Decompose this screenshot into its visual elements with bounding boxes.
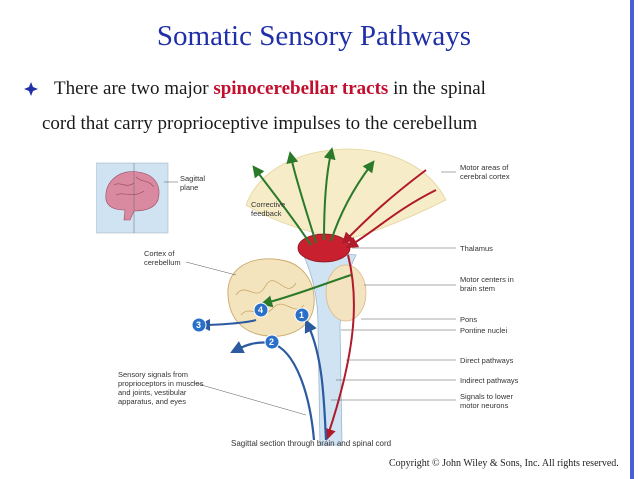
label-motor-areas-2: cerebral cortex bbox=[460, 172, 510, 181]
slide-title: Somatic Sensory Pathways bbox=[156, 20, 472, 52]
leader-lines bbox=[185, 171, 456, 416]
label-sagittal-plane-2: plane bbox=[180, 183, 198, 192]
pons-to-cerebellum-arrow bbox=[260, 274, 352, 308]
label-cortex-cerebellum-2: cerebellum bbox=[144, 258, 181, 267]
bullet-highlight: spinocerebellar tracts bbox=[213, 78, 389, 99]
svg-text:2: 2 bbox=[269, 337, 274, 347]
label-pons: Pons bbox=[460, 315, 477, 324]
indirect-feedback-arrows bbox=[252, 147, 375, 246]
cerebellum bbox=[227, 258, 315, 337]
label-cortex-cerebellum-1: Cortex of bbox=[144, 249, 175, 258]
diagram-caption: Sagittal section through brain and spina… bbox=[231, 439, 391, 448]
label-signals-lower-1: Signals to lower bbox=[460, 392, 513, 401]
label-direct-pathways: Direct pathways bbox=[460, 356, 514, 365]
direct-motor-arrows bbox=[324, 169, 437, 441]
label-sensory-2: proprioceptors in muscles bbox=[118, 379, 204, 388]
label-sagittal-plane-1: Sagittal bbox=[180, 174, 205, 183]
right-accent-bar bbox=[628, 0, 638, 479]
copyright-notice: Copyright © John Wiley & Sons, Inc. All … bbox=[389, 458, 619, 469]
label-corrective-1: Corrective bbox=[251, 200, 285, 209]
label-indirect-pathways: Indirect pathways bbox=[460, 376, 519, 385]
cerebellum-arrow bbox=[198, 318, 257, 331]
label-sensory-4: apparatus, and eyes bbox=[118, 397, 186, 406]
svg-text:3: 3 bbox=[196, 320, 201, 330]
step-badge-2: 2 bbox=[264, 334, 280, 350]
label-thalamus: Thalamus bbox=[460, 244, 493, 253]
label-sensory-1: Sensory signals from bbox=[118, 370, 188, 379]
step-badge-1: 1 bbox=[294, 307, 310, 323]
step-badge-4: 4 bbox=[253, 302, 269, 318]
label-signals-lower-2: motor neurons bbox=[460, 401, 509, 410]
svg-text:4: 4 bbox=[258, 305, 263, 315]
bullet-line-2: cord that carry proprioceptive impulses … bbox=[42, 113, 478, 134]
label-motor-centers-2: brain stem bbox=[460, 284, 495, 293]
svg-text:1: 1 bbox=[299, 310, 304, 320]
cerebral-cortex-region bbox=[245, 148, 447, 241]
pons bbox=[325, 264, 367, 322]
label-pontine-nuclei: Pontine nuclei bbox=[460, 326, 507, 335]
sensory-ascending-arrows bbox=[230, 319, 328, 441]
label-motor-centers-1: Motor centers in bbox=[460, 275, 514, 284]
bullet-text-post: in the spinal bbox=[388, 78, 486, 99]
bullet-text-pre: There are two major bbox=[54, 78, 214, 99]
brain-spinal-cord-diagram: Sagittal plane 1 2 3 4 bbox=[96, 147, 519, 448]
step-badge-3: 3 bbox=[191, 317, 207, 333]
diamond-bullet-icon bbox=[24, 82, 38, 96]
bullet-line-1: There are two major spinocerebellar trac… bbox=[54, 78, 486, 100]
label-corrective-2: feedback bbox=[251, 209, 282, 218]
label-sensory-3: and joints, vestibular bbox=[118, 388, 187, 397]
accent-line bbox=[630, 0, 634, 479]
label-motor-areas-1: Motor areas of bbox=[460, 163, 509, 172]
sagittal-plane-inset bbox=[96, 162, 169, 234]
